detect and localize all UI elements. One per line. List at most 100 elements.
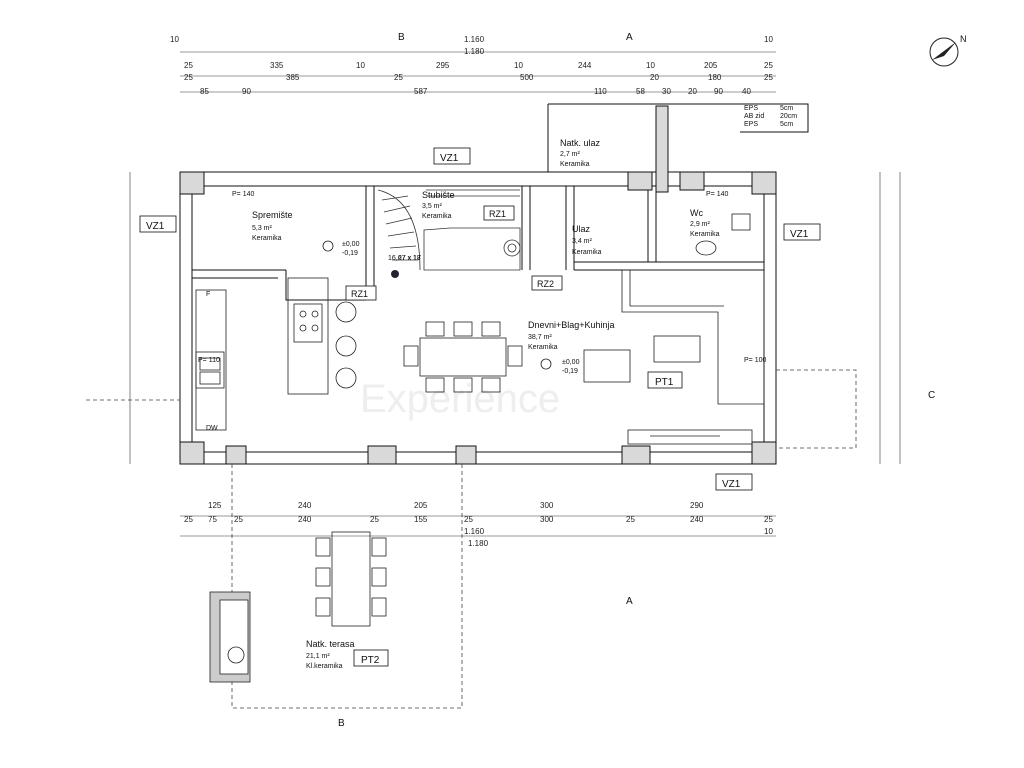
north-label: N [960, 34, 967, 44]
dim-bottom-r2-1: 25 [184, 515, 193, 524]
room-terasa-name: Natk. terasa [306, 639, 355, 649]
dim-bottom-r2-3: 25 [234, 515, 243, 524]
label-f: F [206, 291, 210, 298]
dim-top-r1-3: 10 [764, 35, 773, 44]
dim-top-r2-1: 25 [184, 61, 193, 70]
dim-top-r2-5: 10 [514, 61, 523, 70]
kitchen [195, 277, 357, 431]
dim-top-r4-2: 90 [242, 87, 251, 96]
dim-top-r4-7: 20 [688, 87, 697, 96]
living-furniture [583, 269, 765, 445]
dim-bottom-r1-2: 240 [298, 501, 312, 510]
label-p140-left: P= 140 [232, 191, 254, 198]
dim-bottom-r3-2: 10 [764, 527, 773, 536]
tag-pt1: PT1 [655, 377, 674, 388]
legend-thk-3: 5cm [780, 121, 793, 128]
room-natk-ulaz-name: Natk. ulaz [560, 138, 601, 148]
tag-vz1-right: VZ1 [790, 229, 809, 240]
tag-boxes [139, 147, 821, 667]
dim-top-r2-3: 10 [356, 61, 365, 70]
dim-top-r3-5: 20 [650, 73, 659, 82]
room-stubiste-floor: Keramika [422, 213, 452, 220]
dim-bottom-r2-2: 75 [208, 515, 217, 524]
level-marker-1: ±0,00 -0,19 [322, 240, 360, 257]
dim-bottom-r1-4: 300 [540, 501, 554, 510]
dim-top-r2-8: 205 [704, 61, 718, 70]
dim-top-r2-7: 10 [646, 61, 655, 70]
room-spremiste-floor: Keramika [252, 235, 282, 242]
dim-bottom-r1-3: 205 [414, 501, 428, 510]
room-natk-ulaz-floor: Keramika [560, 161, 590, 168]
dim-top-r4-6: 30 [662, 87, 671, 96]
label-dw: DW [206, 425, 218, 432]
dim-bottom-r3-1: 1.160 [464, 527, 485, 536]
dim-top-r1-2: 1.160 [464, 35, 485, 44]
room-stubiste-area: 3,5 m² [422, 203, 443, 210]
dim-top-r3-4: 500 [520, 73, 534, 82]
room-ulaz-area: 3,4 m² [572, 238, 593, 245]
dim-bottom-r2-8: 300 [540, 515, 554, 524]
legend-mat-1: EPS [744, 105, 758, 112]
room-dnevni-name: Dnevni+Blag+Kuhinja [528, 320, 615, 330]
dim-bottom-r1-1: 125 [208, 501, 222, 510]
section-c: C [928, 390, 935, 401]
room-ulaz-floor: Keramika [572, 249, 602, 256]
dim-top-r2-9: 25 [764, 61, 773, 70]
dim-bottom-r3b-1: 1.180 [468, 539, 489, 548]
dim-bottom-r2-9: 25 [626, 515, 635, 524]
room-dnevni-area: 38,7 m² [528, 334, 552, 341]
legend-thk-1: 5cm [780, 105, 793, 112]
dim-bottom-r1-5: 290 [690, 501, 704, 510]
label-p140-right: P= 140 [706, 191, 728, 198]
wc-fixtures [695, 213, 751, 256]
dim-top-r4-4: 110 [594, 87, 607, 96]
tag-vz1-bottom: VZ1 [722, 479, 741, 490]
legend-thk-2: 20cm [780, 113, 797, 120]
room-terasa-area: 21,1 m² [306, 653, 330, 660]
level-b-1: -0,19 [342, 250, 358, 257]
dim-top-r4-8: 90 [714, 87, 723, 96]
room-terasa-floor: Kl.keramika [306, 663, 343, 670]
columns [179, 105, 777, 465]
level-a-1: ±0,00 [342, 241, 360, 248]
label-stair: 16,67 x 18 [388, 255, 421, 262]
dim-top-r4-1: 85 [200, 87, 209, 96]
dim-top-r2-4: 295 [436, 61, 450, 70]
section-a-bottom: A [626, 596, 633, 607]
dim-bottom-r2-4: 240 [298, 515, 312, 524]
level-marker-2: ±0,00 -0,19 [540, 358, 580, 375]
section-b-top: B [398, 32, 405, 43]
room-ulaz-name: Ulaz [572, 224, 591, 234]
interior-walls [192, 103, 809, 301]
dim-bottom-r2-11: 25 [764, 515, 773, 524]
tag-pt2: PT2 [361, 655, 380, 666]
dim-top-r2-2: 335 [270, 61, 284, 70]
section-a-top: A [626, 32, 633, 43]
watermark: Experience [360, 377, 560, 421]
room-spremiste-name: Spremište [252, 210, 293, 220]
dim-top-r3-2: 385 [286, 73, 300, 82]
dimension-lines [129, 51, 901, 537]
tag-rz1-stair: RZ1 [489, 209, 506, 219]
level-a-2: ±0,00 [562, 359, 580, 366]
legend-mat-2: AB zid [744, 113, 764, 120]
label-stair2: 27 x 17 [398, 255, 421, 262]
dim-top-r3-3: 25 [394, 73, 403, 82]
legend-mat-3: EPS [744, 121, 758, 128]
room-natk-ulaz-area: 2,7 m² [560, 151, 581, 158]
tag-vz1-left: VZ1 [146, 221, 165, 232]
dim-top-r3-1: 25 [184, 73, 193, 82]
room-stubiste-name: Stubište [422, 190, 455, 200]
wall-legend: EPS 5cm AB zid 20cm EPS 5cm [744, 105, 797, 128]
label-p100: P= 100 [744, 357, 766, 364]
dim-top-r4-9: 40 [742, 87, 751, 96]
room-dnevni-floor: Keramika [528, 344, 558, 351]
stairs [377, 189, 521, 271]
tag-rz1-kitchen: RZ1 [351, 289, 368, 299]
level-b-2: -0,19 [562, 368, 578, 375]
label-p110: P= 110 [198, 357, 220, 364]
terrace-outline [86, 369, 857, 709]
dim-top-r3-7: 25 [764, 73, 773, 82]
section-b-bottom: B [338, 718, 345, 729]
dim-top-r4-5: 58 [636, 87, 645, 96]
